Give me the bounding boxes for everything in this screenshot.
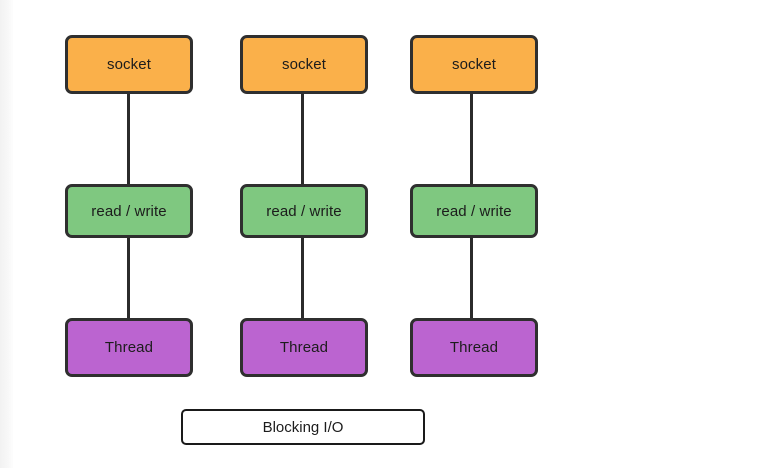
- connector-socket-to-readwrite-2: [301, 92, 304, 186]
- readwrite-node-label-3: read / write: [436, 202, 512, 220]
- socket-node-label-1: socket: [107, 56, 151, 73]
- readwrite-node-label-1: read / write: [91, 202, 167, 220]
- connector-readwrite-to-thread-1: [127, 236, 130, 320]
- left-edge-strip: [0, 0, 13, 468]
- readwrite-node-1[interactable]: read / write: [65, 184, 193, 238]
- connector-socket-to-readwrite-1: [127, 92, 130, 186]
- readwrite-node-2[interactable]: read / write: [240, 184, 368, 238]
- thread-node-label-3: Thread: [449, 339, 499, 356]
- thread-node-1[interactable]: Thread: [65, 318, 193, 377]
- socket-node-1[interactable]: socket: [65, 35, 193, 94]
- thread-node-2[interactable]: Thread: [240, 318, 368, 377]
- thread-node-label-2: Thread: [279, 339, 329, 356]
- thread-node-3[interactable]: Thread: [410, 318, 538, 377]
- socket-node-label-2: socket: [282, 56, 326, 73]
- thread-node-label-1: Thread: [104, 339, 154, 356]
- connector-readwrite-to-thread-2: [301, 236, 304, 320]
- diagram-caption-label: Blocking I/O: [262, 418, 344, 436]
- diagram-caption: Blocking I/O: [181, 409, 425, 445]
- readwrite-node-3[interactable]: read / write: [410, 184, 538, 238]
- socket-node-label-3: socket: [452, 56, 496, 73]
- readwrite-node-label-2: read / write: [266, 202, 342, 220]
- socket-node-3[interactable]: socket: [410, 35, 538, 94]
- socket-node-2[interactable]: socket: [240, 35, 368, 94]
- connector-socket-to-readwrite-3: [470, 92, 473, 186]
- connector-readwrite-to-thread-3: [470, 236, 473, 320]
